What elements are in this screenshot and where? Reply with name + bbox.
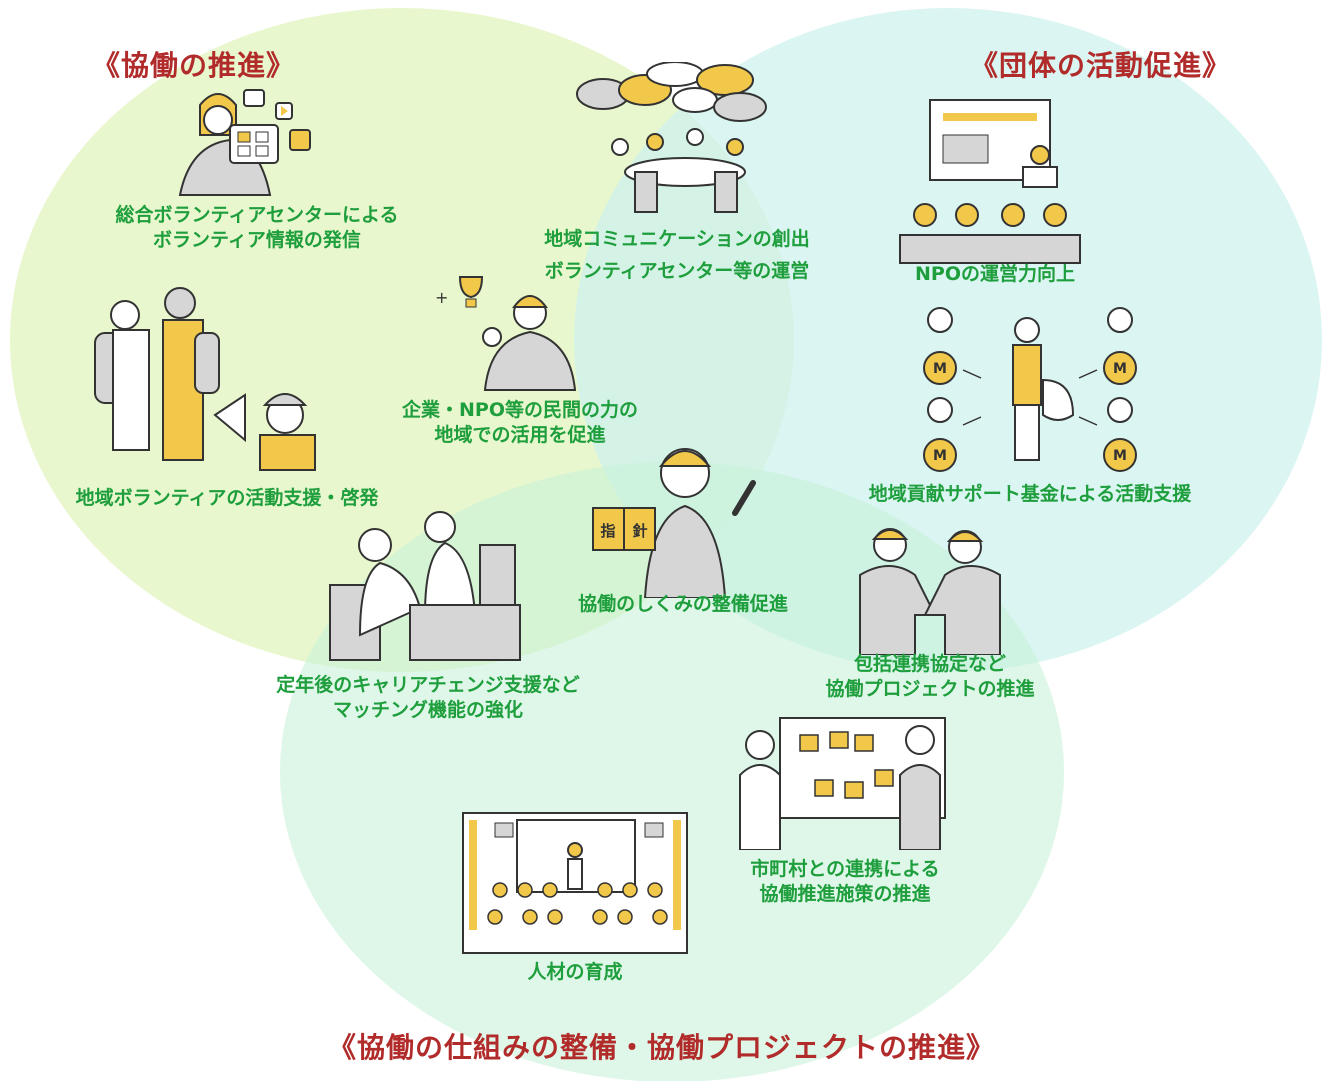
caption-fund: 地域貢献サポート基金による活動支援 bbox=[868, 483, 1192, 505]
book-label-1: 指 bbox=[600, 522, 615, 540]
caption-training: 人材の育成 bbox=[527, 961, 623, 983]
guideline-man-illustration: 指 針 bbox=[592, 448, 756, 598]
caption-municipal: 市町村との連携による 協働推進施策の推進 bbox=[750, 858, 940, 905]
business-trophy-illustration: + bbox=[435, 276, 577, 391]
training-seminar-illustration bbox=[462, 812, 688, 954]
volunteers-illustration bbox=[94, 287, 316, 471]
fund-support-illustration: M M M M bbox=[923, 307, 1137, 472]
tablet-user-illustration bbox=[178, 89, 311, 196]
coin-label: M bbox=[933, 448, 947, 464]
caption-career: 定年後のキャリアチェンジ支援など マッチング機能の強化 bbox=[276, 674, 580, 721]
handshake-illustration bbox=[859, 528, 1001, 655]
caption-agreement: 包括連携協定など 協働プロジェクトの推進 bbox=[825, 653, 1035, 700]
caption-volunteer-info: 総合ボランティアセンターによる ボランティア情報の発信 bbox=[115, 204, 399, 251]
caption-mechanism: 協働のしくみの整備促進 bbox=[578, 593, 788, 615]
career-matching-illustration bbox=[329, 511, 521, 661]
caption-private-power: 企業・NPO等の民間の力の 地域での活用を促進 bbox=[402, 399, 638, 446]
coin-label: M bbox=[1113, 361, 1127, 377]
title-dantai-katsudo: 《団体の活動促進》 bbox=[970, 49, 1232, 82]
community-meeting-illustration bbox=[576, 62, 767, 213]
title-kyodo-suishin: 《協働の推進》 bbox=[92, 49, 296, 82]
caption-local-volunteer: 地域ボランティアの活動支援・啓発 bbox=[75, 487, 379, 509]
caption-npo-mgmt: NPOの運営力向上 bbox=[915, 263, 1075, 285]
book-label-2: 針 bbox=[632, 522, 647, 540]
whiteboard-collaboration-illustration bbox=[739, 717, 946, 850]
npo-seminar-illustration bbox=[899, 99, 1081, 264]
title-shikumi-project: 《協働の仕組みの整備・協働プロジェクトの推進》 bbox=[328, 1031, 996, 1064]
svg-text:+: + bbox=[435, 288, 448, 307]
caption-community: 地域コミュニケーションの創出 ボランティアセンター等の運営 bbox=[544, 228, 810, 282]
coin-label: M bbox=[1113, 448, 1127, 464]
coin-label: M bbox=[933, 361, 947, 377]
